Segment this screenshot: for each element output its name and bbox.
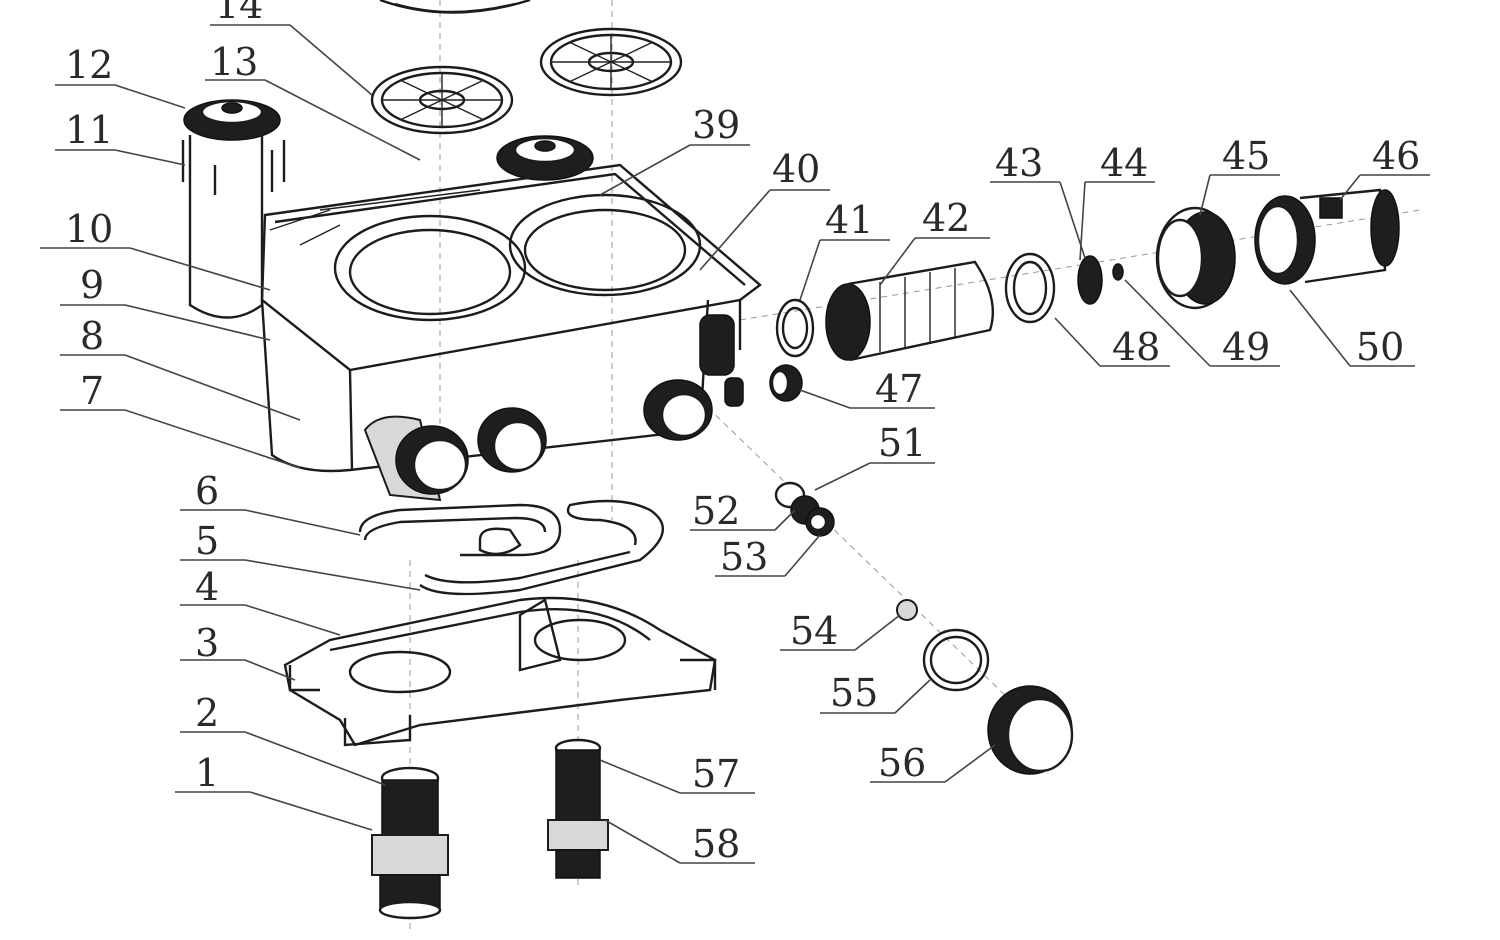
- fitting-47: [724, 364, 803, 407]
- gaskets: [358, 499, 665, 596]
- callout-45: 45: [1222, 134, 1270, 178]
- callout-14: 14: [215, 0, 263, 27]
- callout-43: 43: [995, 141, 1043, 185]
- injector-assembly: [774, 481, 1074, 775]
- screen-disc-left: [370, 65, 514, 135]
- callout-54: 54: [790, 609, 838, 653]
- callout-50: 50: [1356, 325, 1404, 369]
- fitting-bottom-left: [371, 766, 449, 920]
- callout-47: 47: [875, 367, 923, 411]
- gear-knob-body: [496, 135, 594, 181]
- top-ring-part: [379, 0, 531, 14]
- callout-58: 58: [692, 822, 740, 866]
- side-cartridge-assembly: [775, 188, 1400, 362]
- gear-knob-tube: [181, 99, 286, 319]
- callout-10: 10: [65, 207, 113, 251]
- callout-2: 2: [195, 691, 219, 735]
- callout-53: 53: [720, 535, 768, 579]
- callout-51: 51: [878, 421, 926, 465]
- callout-44: 44: [1100, 141, 1148, 185]
- callout-48: 48: [1112, 325, 1160, 369]
- callout-57: 57: [692, 752, 740, 796]
- callout-40: 40: [772, 147, 820, 191]
- callout-11: 11: [65, 108, 113, 152]
- valve-ports: [363, 379, 713, 502]
- fitting-bottom-middle: [547, 738, 609, 879]
- callout-3: 3: [195, 621, 219, 665]
- base-plate: [283, 596, 717, 747]
- screen-disc-right: [539, 27, 683, 97]
- callout-49: 49: [1222, 325, 1270, 369]
- callout-4: 4: [195, 565, 219, 609]
- callout-52: 52: [692, 489, 740, 533]
- callout-56: 56: [878, 741, 926, 785]
- valve-body: [260, 163, 762, 473]
- callout-39: 39: [692, 103, 740, 147]
- callout-6: 6: [195, 469, 219, 513]
- callout-13: 13: [210, 40, 258, 84]
- callout-12: 12: [65, 43, 113, 87]
- callout-labels: 14 13 12 11 10 9 8 7 6 5 4 3 2 1 39 40 4…: [65, 0, 1420, 866]
- callout-55: 55: [830, 671, 878, 715]
- callout-8: 8: [80, 314, 104, 358]
- callout-46: 46: [1372, 134, 1420, 178]
- callout-7: 7: [80, 369, 104, 413]
- callout-1: 1: [195, 751, 219, 795]
- leader-lines: [40, 24, 1430, 864]
- callout-41: 41: [825, 198, 873, 242]
- callout-5: 5: [195, 519, 219, 563]
- callout-42: 42: [922, 196, 970, 240]
- callout-9: 9: [80, 263, 104, 307]
